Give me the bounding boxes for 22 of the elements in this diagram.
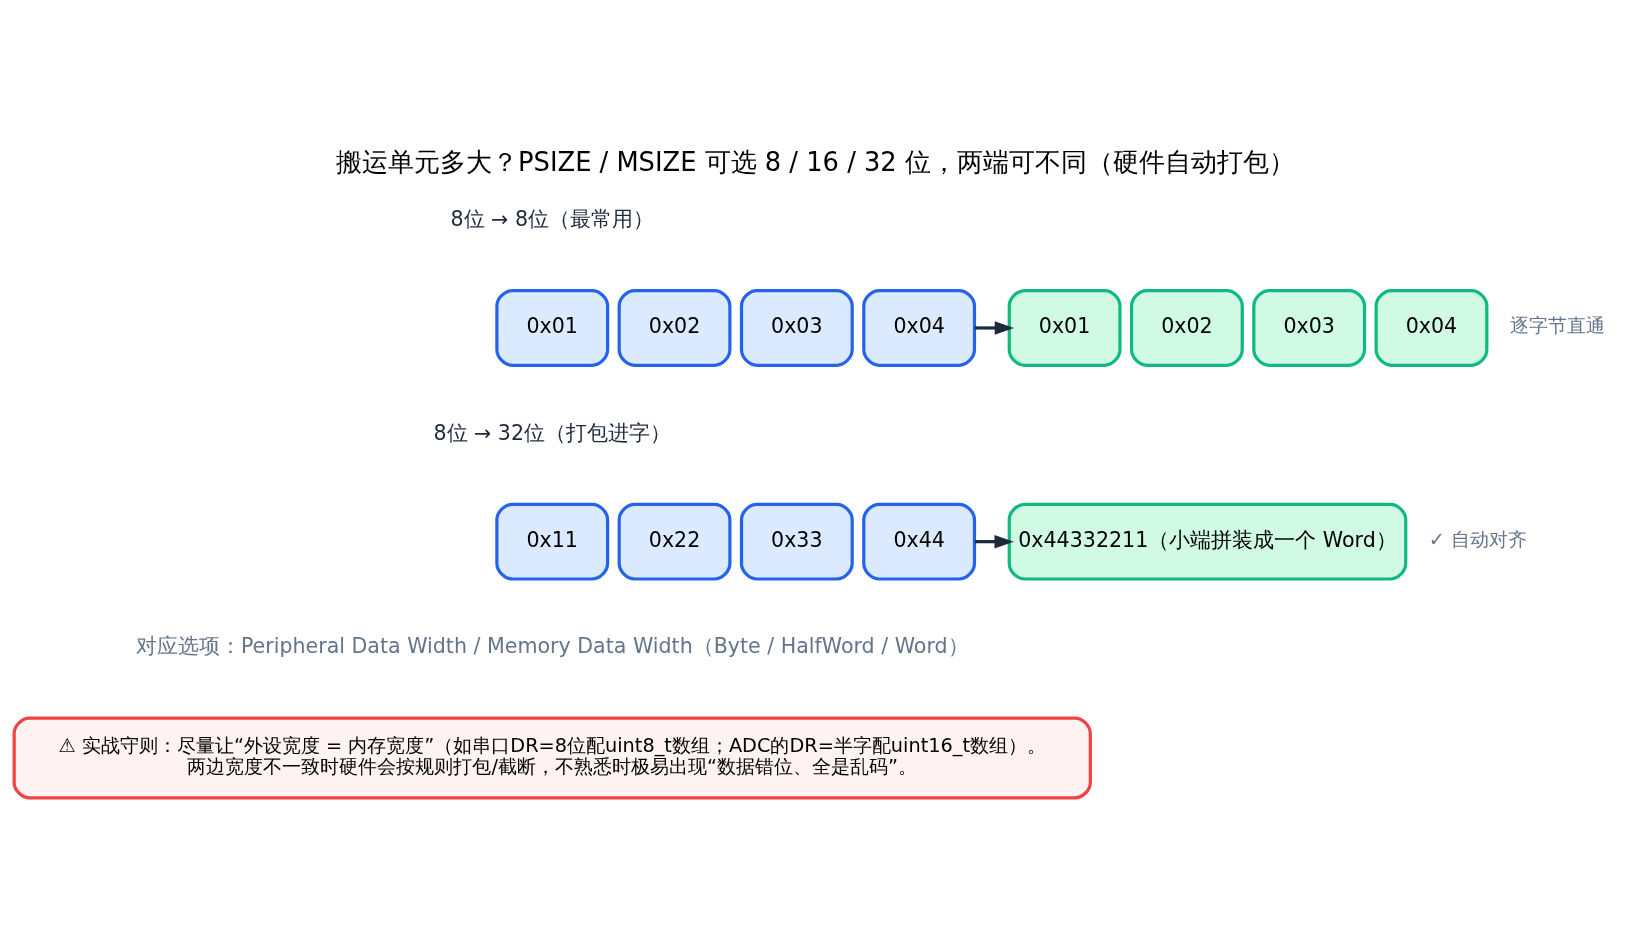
node-box: 0x01 [1007,288,1122,367]
node-label: 逐字节直通 [1509,313,1605,337]
node-box: 0x44332211（小端拼装成一个 Word） [1007,502,1407,581]
node-box: 0x02 [1129,288,1244,367]
node-box: 0x02 [617,288,731,367]
node-box: 0x22 [617,502,731,581]
node-box: 0x04 [1374,288,1488,367]
node-box: 0x04 [861,288,976,367]
label: 8位 → 32位（打包进字） [432,420,671,445]
node-box: 0x03 [1251,288,1366,367]
label: 8位 → 8位（最常用） [449,206,654,231]
node-box: 0x11 [494,502,609,581]
diagram-title: 搬运单元多大？PSIZE / MSIZE 可选 8 / 16 / 32 位，两端可不同（硬件自动打包） [335,146,1295,177]
node-box: ⚠ 实战守则：尽量让“外设宽度 = 内存宽度”（如串口DR=8位配uint8_t数组；ADC的DR=半字配uint16_t数组）。 两边宽度不一致时硬件会按规则打包/截断，不熟悉时极易出现“数据错位、全是乱码”。 [12,715,1092,799]
node-box: 0x44 [861,502,976,581]
arrow [974,320,1014,335]
node-box: 0x01 [494,288,609,367]
label: 对应选项：Peripheral Data Width / Memory Data Width（Byte / HalfWord / Word） [135,633,969,658]
node-box: 0x33 [739,502,854,581]
node-label: ✓ 自动对齐 [1428,527,1527,551]
node-box: 0x03 [739,288,854,367]
arrow [974,534,1014,548]
